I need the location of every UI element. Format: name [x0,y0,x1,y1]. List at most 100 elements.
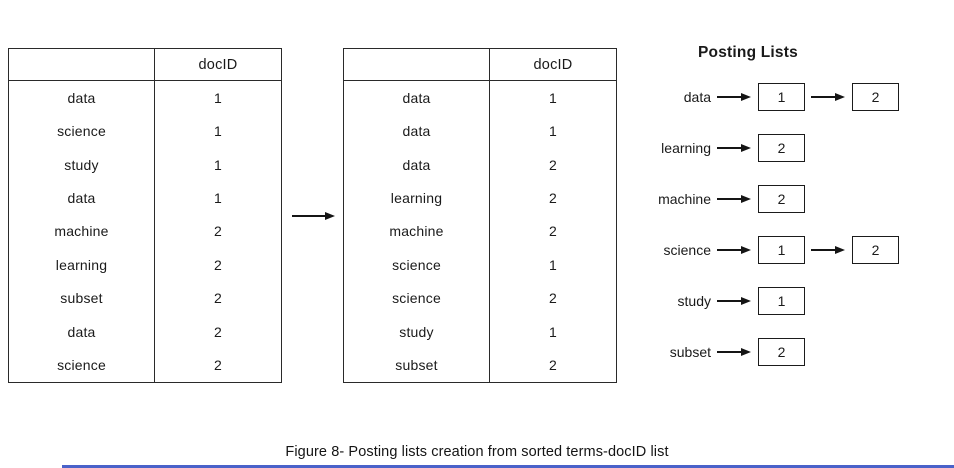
posting-list-entry: data 1 2 [636,82,951,112]
right-arrow-icon [717,195,751,203]
arrow-line [811,249,835,251]
table-row: data 1 [344,114,616,148]
term-cell: learning [344,181,490,215]
term-cell: subset [9,281,155,316]
docid-cell: 2 [214,223,222,240]
arrow-head [325,212,335,220]
arrow-line [292,215,325,217]
term-cell: data [9,81,155,115]
arrow-line [717,198,741,200]
arrow-head [741,144,751,152]
docid-cell: 1 [549,323,557,340]
docid-cell: 1 [214,156,222,173]
table-row: data 1 [344,81,616,115]
arrow-line [717,96,741,98]
table-header-row: docID [344,49,616,81]
table-header-row: docID [9,49,281,81]
arrow-head [741,93,751,101]
docid-header-cell: docID [533,56,573,73]
table-row: science 1 [344,248,616,282]
posting-docid-box: 2 [852,83,899,111]
docid-cell: 1 [549,89,557,106]
table-row: subset 2 [9,281,281,316]
table-row: science 2 [9,348,281,382]
posting-docid-box: 2 [758,185,805,213]
docid-cell: 1 [214,190,222,207]
docid-cell: 2 [549,357,557,374]
arrow-line [717,300,741,302]
sort-arrow-icon [292,212,335,220]
docid-cell: 2 [214,357,222,374]
table-row: subset 2 [344,348,616,382]
posting-chain: 2 [717,134,805,162]
arrow-line [717,249,741,251]
docid-cell: 2 [549,156,557,173]
arrow-head [741,246,751,254]
arrow-line [717,351,741,353]
right-arrow-icon [717,144,751,152]
bottom-accent-line [62,465,954,468]
term-cell: machine [9,214,155,249]
term-cell: science [9,114,155,148]
term-cell: data [344,81,490,115]
right-arrow-icon [717,93,751,101]
table-row: learning 2 [9,248,281,282]
arrow-head [741,195,751,203]
posting-docid-box: 2 [758,134,805,162]
posting-list-entry: science 1 2 [636,235,951,265]
term-cell: science [9,348,155,382]
table-row: data 2 [9,315,281,349]
posting-list-entry: machine 2 [636,184,951,214]
posting-docid-box: 2 [852,236,899,264]
right-arrow-icon [811,246,845,254]
posting-list-entry: study 1 [636,286,951,316]
arrow-line [717,147,741,149]
posting-term-label: machine [658,191,711,207]
term-cell: study [9,147,155,182]
arrow-line [811,96,835,98]
term-cell: learning [9,248,155,282]
docid-cell: 2 [214,256,222,273]
term-cell: data [9,315,155,349]
term-cell: data [344,147,490,182]
term-cell: study [344,315,490,349]
term-cell: data [9,181,155,215]
docid-cell: 2 [214,290,222,307]
posting-lists-panel: Posting Lists data 1 2 learning 2 machin… [636,44,951,388]
posting-docid-box: 1 [758,236,805,264]
docid-cell: 2 [549,190,557,207]
term-cell: science [344,248,490,282]
posting-term-label: study [677,293,711,309]
docid-cell: 1 [214,123,222,140]
table-row: study 1 [344,315,616,349]
table-row: data 1 [9,81,281,115]
term-cell: subset [344,348,490,382]
right-arrow-icon [717,297,751,305]
table-row: data 2 [344,147,616,182]
posting-chain: 2 [717,185,805,213]
posting-term-label: subset [669,344,711,360]
table-body: data 1 data 1 data 2 learning 2 machine … [344,81,616,382]
posting-list-entry: subset 2 [636,337,951,367]
term-header-cell [344,49,490,80]
posting-chain: 1 [717,287,805,315]
table-row: learning 2 [344,181,616,215]
posting-docid-box: 1 [758,83,805,111]
term-cell: science [344,281,490,316]
arrow-head [741,297,751,305]
posting-term-label: science [663,242,711,258]
docid-header-cell: docID [198,56,238,73]
docid-cell: 2 [549,223,557,240]
sorted-terms-table: docID data 1 data 1 data 2 learning 2 ma… [343,48,617,383]
arrow-head [741,348,751,356]
right-arrow-icon [717,246,751,254]
posting-docid-box: 2 [758,338,805,366]
posting-chain: 1 2 [717,236,899,264]
posting-docid-box: 1 [758,287,805,315]
docid-cell: 1 [214,89,222,106]
docid-cell: 2 [549,290,557,307]
table-body: data 1 science 1 study 1 data 1 machine … [9,81,281,382]
right-arrow-icon [811,93,845,101]
docid-cell: 1 [549,123,557,140]
table-row: machine 2 [344,214,616,249]
